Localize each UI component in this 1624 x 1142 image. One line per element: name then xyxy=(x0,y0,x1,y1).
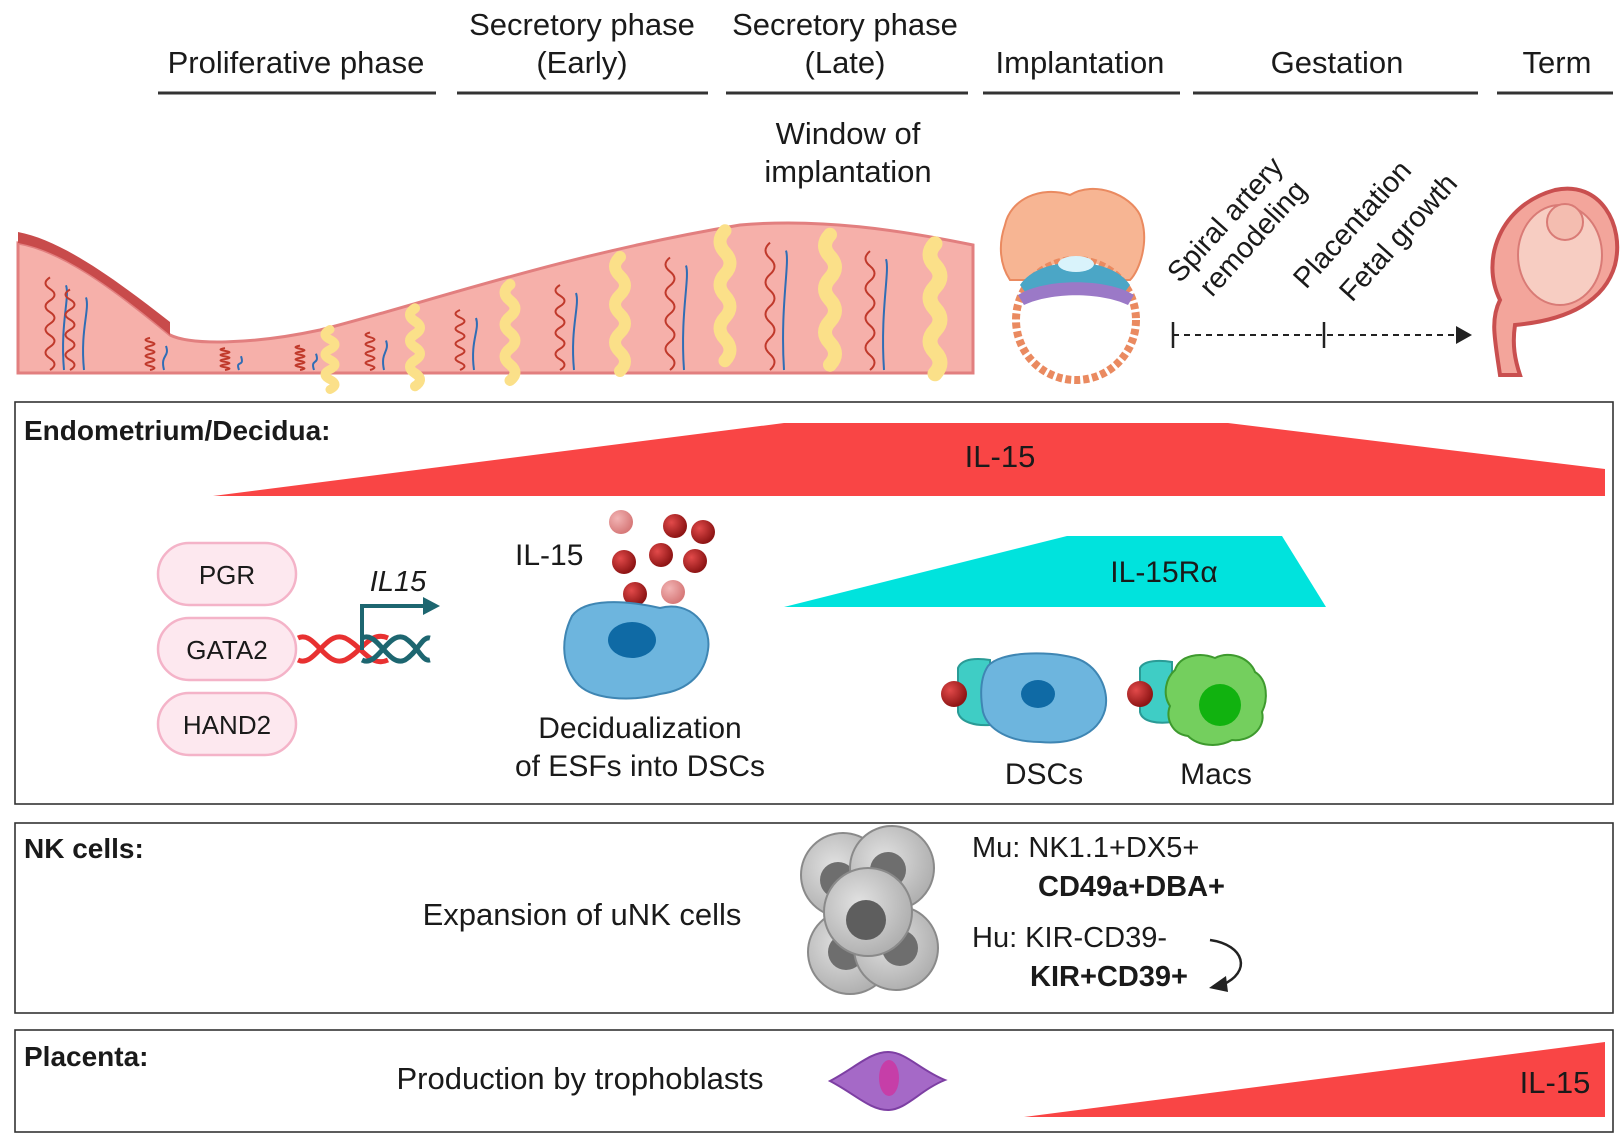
endometrium-decidua-panel xyxy=(14,401,1614,805)
dna-helix-icon xyxy=(296,633,431,665)
endometrial-gland xyxy=(609,251,631,377)
spiral-artery xyxy=(864,250,876,371)
decidualization-line1: Decidualization xyxy=(538,712,741,745)
spiral-artery xyxy=(364,331,376,371)
phase-implantation-label: Implantation xyxy=(996,45,1165,80)
il15-endometrium-label: IL-15 xyxy=(965,439,1036,474)
phase-headers: Proliferative phase Secretory phase (Ear… xyxy=(158,7,1613,189)
transition-curved-arrow xyxy=(1209,938,1243,987)
endometrial-gland xyxy=(405,303,425,392)
il15-particles xyxy=(609,510,715,606)
il15-placenta-label: IL-15 xyxy=(1520,1065,1591,1100)
phase-secretory-early-label-2: (Early) xyxy=(536,45,627,80)
nk-cells-title: NK cells: xyxy=(24,833,144,864)
il15-particle xyxy=(683,549,707,573)
phase-secretory-late-label-1: Secretory phase xyxy=(732,7,958,42)
timeline-arrowhead-icon xyxy=(1456,326,1472,344)
hu-markers-line2: KIR+CD39+ xyxy=(1030,961,1188,993)
il15-particle xyxy=(609,510,633,534)
endometrial-vein xyxy=(782,250,788,371)
blastocyst-illustration xyxy=(999,187,1146,384)
phase-secretory-early-label-1: Secretory phase xyxy=(469,7,695,42)
uterus-fetus-illustration xyxy=(1490,186,1620,377)
endometrial-vein xyxy=(312,353,318,371)
macs-label: Macs xyxy=(1180,758,1252,791)
trophoblast-production-label: Production by trophoblasts xyxy=(396,1061,763,1096)
endometrial-vein xyxy=(682,265,688,371)
endometrial-vein xyxy=(572,292,578,371)
gestation-events: Spiral artery remodeling Placentation Fe… xyxy=(1161,151,1472,348)
il15ra-gradient xyxy=(784,536,1326,607)
uNK-expansion-label: Expansion of uNK cells xyxy=(423,897,742,932)
endometrial-gland xyxy=(320,325,340,394)
il15-particle xyxy=(661,580,685,604)
placenta-title: Placenta: xyxy=(24,1041,149,1072)
mu-markers-line1: Mu: NK1.1+DX5+ xyxy=(972,832,1199,864)
phase-term-label: Term xyxy=(1523,45,1592,80)
hand2-label: HAND2 xyxy=(183,710,271,740)
window-of-implantation-line1: Window of xyxy=(776,116,921,151)
il15-endometrium-gradient xyxy=(213,423,1605,496)
spiral-artery xyxy=(294,344,306,371)
mu-markers-line2: CD49a+DBA+ xyxy=(1038,871,1225,903)
endometrial-vein xyxy=(82,297,88,371)
gata2-pill xyxy=(156,616,298,682)
il15-gene-label: IL15 xyxy=(370,566,427,598)
transition-arrowhead-icon xyxy=(1209,976,1228,992)
nk-cell-cluster-icon xyxy=(800,825,939,995)
macrophage-cell-group xyxy=(1127,653,1267,746)
endometrial-vein xyxy=(162,345,168,371)
transcription-factor-group: PGR GATA2 HAND2 xyxy=(156,541,298,757)
il15-placenta-gradient xyxy=(1024,1042,1605,1117)
pgr-pill xyxy=(156,541,298,607)
endometrial-vein xyxy=(472,317,478,371)
trophoblast-nucleus xyxy=(879,1060,899,1096)
placenta-panel xyxy=(14,1029,1614,1133)
endometrial-gland xyxy=(499,279,521,386)
endometrial-vein xyxy=(382,340,388,371)
gata2-label: GATA2 xyxy=(186,635,267,665)
il15-particle xyxy=(623,582,647,606)
il15-particle xyxy=(663,514,687,538)
window-of-implantation-line2: implantation xyxy=(764,154,931,189)
il15-bound-particle xyxy=(941,681,967,707)
decidual-cell-nucleus xyxy=(608,622,656,658)
il15-particle xyxy=(691,520,715,544)
endometrium-illustration xyxy=(16,221,975,394)
dsc-cell-group xyxy=(941,652,1108,744)
phase-gestation-label: Gestation xyxy=(1271,45,1404,80)
il15-particle xyxy=(612,550,636,574)
endometrial-gland xyxy=(713,224,737,368)
endometrium-decidua-title: Endometrium/Decidua: xyxy=(24,415,330,446)
macrophage-nucleus xyxy=(1199,684,1241,726)
endometrial-gland xyxy=(922,236,948,382)
endometrial-gland xyxy=(818,227,842,372)
endometrial-vein xyxy=(237,355,243,371)
spiral-artery xyxy=(554,284,566,371)
spiral-artery xyxy=(219,347,231,371)
spiral-artery xyxy=(64,288,76,371)
decidualization-line2: of ESFs into DSCs xyxy=(515,750,765,783)
endometrial-glands xyxy=(44,224,948,394)
hu-markers-line1: Hu: KIR-CD39- xyxy=(972,922,1167,954)
nk-cells-panel xyxy=(14,822,1614,1014)
secreted-il15-label: IL-15 xyxy=(515,539,583,572)
pgr-label: PGR xyxy=(199,560,255,590)
phase-proliferative-label: Proliferative phase xyxy=(168,45,425,80)
transcription-start-arrow xyxy=(360,604,425,650)
spiral-artery xyxy=(664,256,676,371)
spiral-artery xyxy=(44,276,56,371)
spiral-artery xyxy=(764,241,776,371)
dsc-label: DSCs xyxy=(1005,758,1083,791)
phase-secretory-late-label-2: (Late) xyxy=(805,45,886,80)
spiral-artery xyxy=(454,309,466,371)
il15ra-label: IL-15Rα xyxy=(1110,556,1217,589)
mac-il15-bound-particle xyxy=(1127,681,1153,707)
il15-particle xyxy=(649,543,673,567)
dsc-nucleus xyxy=(1021,680,1055,708)
transcription-arrowhead-icon xyxy=(423,597,440,615)
spiral-artery xyxy=(144,336,156,371)
endometrial-vein xyxy=(882,258,888,371)
hand2-pill xyxy=(156,691,298,757)
